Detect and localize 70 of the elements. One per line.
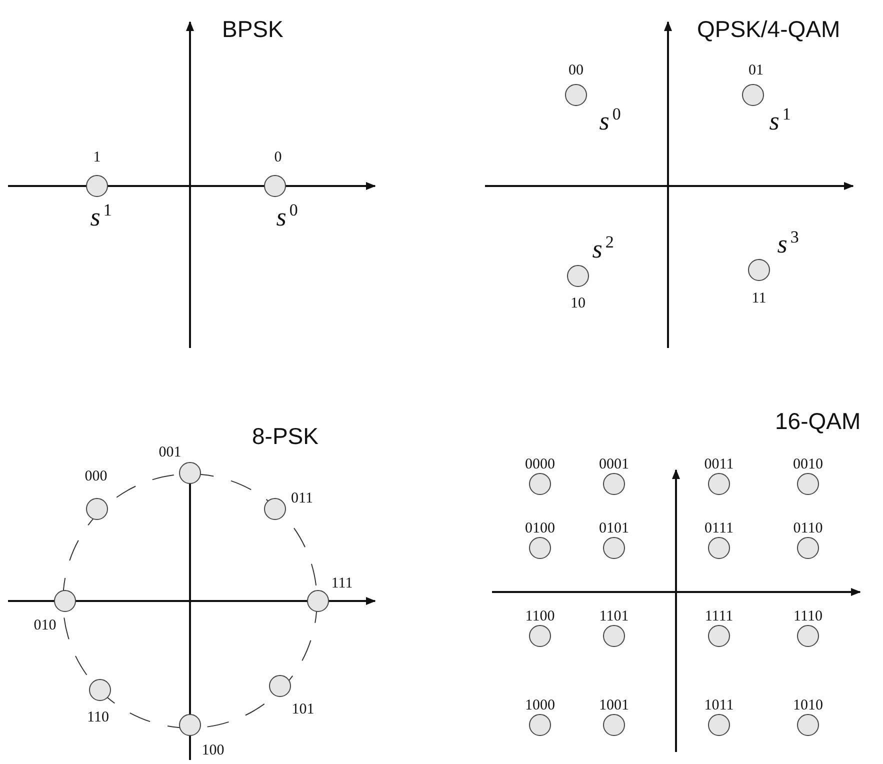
constellation-point [179, 714, 201, 736]
constellation-point [603, 473, 625, 495]
bit-label: 11 [752, 292, 766, 306]
bit-label: 1001 [599, 698, 629, 714]
bit-label: 0100 [525, 522, 555, 536]
constellation-point [603, 625, 625, 647]
bit-label: 1111 [704, 610, 734, 624]
constellation-point [797, 473, 819, 495]
bit-label: 111 [331, 576, 353, 592]
constellation-point [708, 714, 730, 736]
constellation-point [529, 473, 551, 495]
constellation-point [565, 84, 587, 106]
constellation-point [179, 462, 201, 484]
symbol-label: s$^{0}$ [599, 106, 621, 134]
symbol-label: s$^{3}$ [777, 228, 799, 258]
bit-label: 1010 [793, 698, 823, 714]
bit-label: 010 [34, 618, 56, 634]
constellation-point [603, 714, 625, 736]
bit-label: 1000 [525, 698, 555, 714]
bit-label: 00 [568, 64, 584, 78]
constellation-point [89, 679, 111, 701]
bit-label: 0010 [793, 458, 823, 472]
constellation-point [529, 714, 551, 736]
bit-label: 101 [292, 702, 314, 718]
bit-label: 1011 [704, 698, 734, 714]
constellation-point [529, 625, 551, 647]
bit-label: 1100 [525, 610, 555, 624]
panel-title: 16-QAM [775, 410, 861, 433]
bit-label: 0001 [599, 458, 629, 472]
bit-label: 0111 [704, 522, 734, 536]
bit-label: 0011 [704, 458, 734, 472]
panel-title: 8-PSK [252, 425, 318, 448]
bit-label: 1110 [794, 610, 822, 624]
bit-label: 1101 [599, 610, 629, 624]
constellation-point [264, 498, 286, 520]
constellation-point [307, 590, 329, 612]
constellation-point [264, 175, 286, 197]
bit-label: 10 [570, 296, 586, 312]
bit-label: 0000 [525, 458, 555, 472]
constellation-point [603, 537, 625, 559]
bit-label: 1 [93, 150, 101, 166]
panel-title: BPSK [222, 18, 284, 41]
bit-label: 011 [291, 492, 313, 506]
constellation-point [797, 537, 819, 559]
constellation-point [54, 590, 76, 612]
bit-label: 000 [84, 470, 108, 484]
constellation-point [708, 537, 730, 559]
symbol-label: s$^{1}$ [769, 106, 791, 134]
bit-label: 0101 [599, 522, 629, 536]
constellation-point [567, 265, 589, 287]
panel-title: QPSK/4-QAM [697, 18, 840, 41]
constellation-point [797, 714, 819, 736]
bit-label: 100 [202, 744, 224, 758]
bit-label: 0 [274, 150, 282, 166]
symbol-label: s$^{2}$ [592, 234, 614, 262]
symbol-label: s$^{0}$ [276, 202, 298, 230]
constellation-point [269, 675, 291, 697]
constellation-point [86, 175, 108, 197]
constellation-point [708, 625, 730, 647]
constellation-point [86, 498, 108, 520]
constellation-point [748, 259, 770, 281]
constellation-point [797, 625, 819, 647]
bit-label: 01 [748, 64, 764, 78]
bit-label: 0110 [793, 522, 823, 536]
bit-label: 110 [87, 710, 109, 726]
constellation-point [742, 84, 764, 106]
bit-label: 001 [158, 446, 182, 460]
constellation-point [708, 473, 730, 495]
symbol-label: s$^{1}$ [90, 202, 112, 230]
constellation-point [529, 537, 551, 559]
